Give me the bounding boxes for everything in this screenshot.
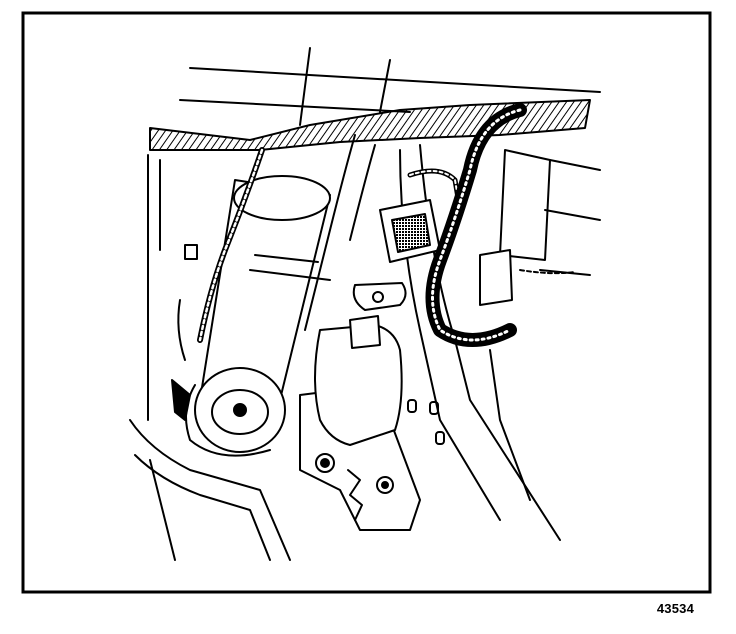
lower-support-lines: [129, 349, 531, 561]
stoplamp-switch: [314, 282, 407, 446]
figure-border: [21, 11, 712, 594]
right-wiring-harness: [425, 103, 527, 347]
relay-block: [479, 149, 601, 306]
steering-column: [185, 175, 331, 457]
electrical-connector: [379, 168, 463, 263]
figure-id-label: 43534: [656, 601, 694, 616]
mounting-bolts: [315, 453, 394, 494]
left-wiring-harness: [171, 147, 265, 421]
bracket-slots: [407, 399, 445, 445]
dash-background-lines: [147, 47, 601, 421]
